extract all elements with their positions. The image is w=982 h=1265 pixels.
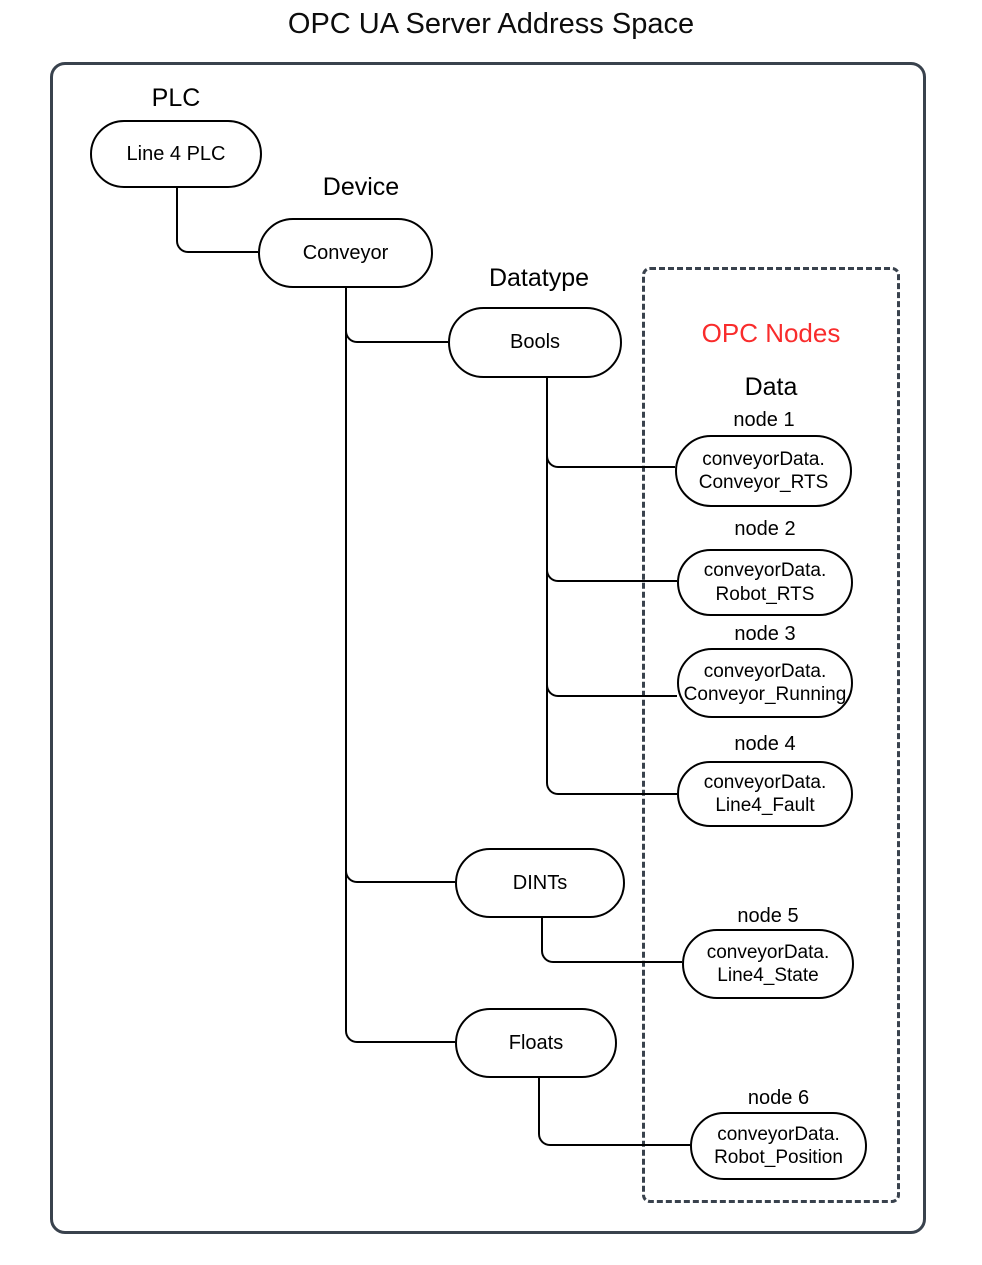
connector-conveyor-floats (345, 287, 455, 1043)
node-3-label: node 3 (734, 623, 796, 645)
node-1-shape: conveyorData. Conveyor_RTS (675, 435, 852, 507)
connector-dints-node5 (541, 917, 682, 963)
datatype-node-bools: Bools (448, 307, 622, 378)
node-2-line2: Robot_RTS (715, 583, 815, 605)
plc-node-label: Line 4 PLC (126, 142, 226, 165)
connector-floats-node6 (538, 1077, 690, 1146)
node-4-label: node 4 (734, 733, 796, 755)
diagram-title: OPC UA Server Address Space (287, 8, 695, 40)
node-5-label: node 5 (737, 905, 799, 927)
node-3-shape: conveyorData. Conveyor_Running (677, 648, 853, 718)
bools-label: Bools (509, 331, 561, 353)
connector-bools-node4 (546, 377, 677, 795)
node-1-line1: conveyorData. (702, 448, 825, 470)
node-5-line1: conveyorData. (706, 941, 830, 963)
node-1-label: node 1 (733, 409, 795, 431)
node-5-line2: Line4_State (717, 965, 819, 986)
node-6-label: node 6 (747, 1087, 810, 1109)
node-2-line1: conveyorData. (703, 560, 827, 582)
node-3-line2: Conveyor_Running (683, 684, 847, 705)
node-5-shape: conveyorData. Line4_State (682, 929, 854, 999)
device-node-label: Conveyor (302, 241, 389, 264)
node-6-line1: conveyorData. (717, 1123, 840, 1145)
floats-label: Floats (508, 1031, 564, 1054)
device-node: Conveyor (258, 218, 433, 288)
address-space-frame (50, 62, 926, 1234)
node-6-shape: conveyorData. Robot_Position (690, 1112, 867, 1180)
node-2-label: node 2 (734, 518, 796, 540)
datatype-node-floats: Floats (455, 1008, 617, 1078)
node-2-shape: conveyorData. Robot_RTS (677, 549, 853, 616)
dints-label: DINTs (512, 871, 568, 894)
node-6-line2: Robot_Position (714, 1147, 843, 1168)
node-4-line1: conveyorData. (703, 771, 827, 793)
opc-nodes-box (642, 267, 900, 1203)
datatype-section-label: Datatype (488, 264, 590, 292)
node-3-line1: conveyorData. (703, 660, 827, 682)
device-section-label: Device (322, 173, 400, 201)
datatype-node-dints: DINTs (455, 848, 625, 918)
plc-section-label: PLC (151, 84, 201, 112)
node-1-line2: Conveyor_RTS (698, 472, 829, 493)
plc-node: Line 4 PLC (90, 120, 262, 188)
node-4-shape: conveyorData. Line4_Fault (677, 761, 853, 827)
opc-nodes-title: OPC Nodes (701, 318, 841, 348)
data-section-label: Data (744, 373, 798, 401)
connector-plc-conveyor (176, 187, 258, 253)
node-4-line2: Line4_Fault (715, 795, 815, 816)
